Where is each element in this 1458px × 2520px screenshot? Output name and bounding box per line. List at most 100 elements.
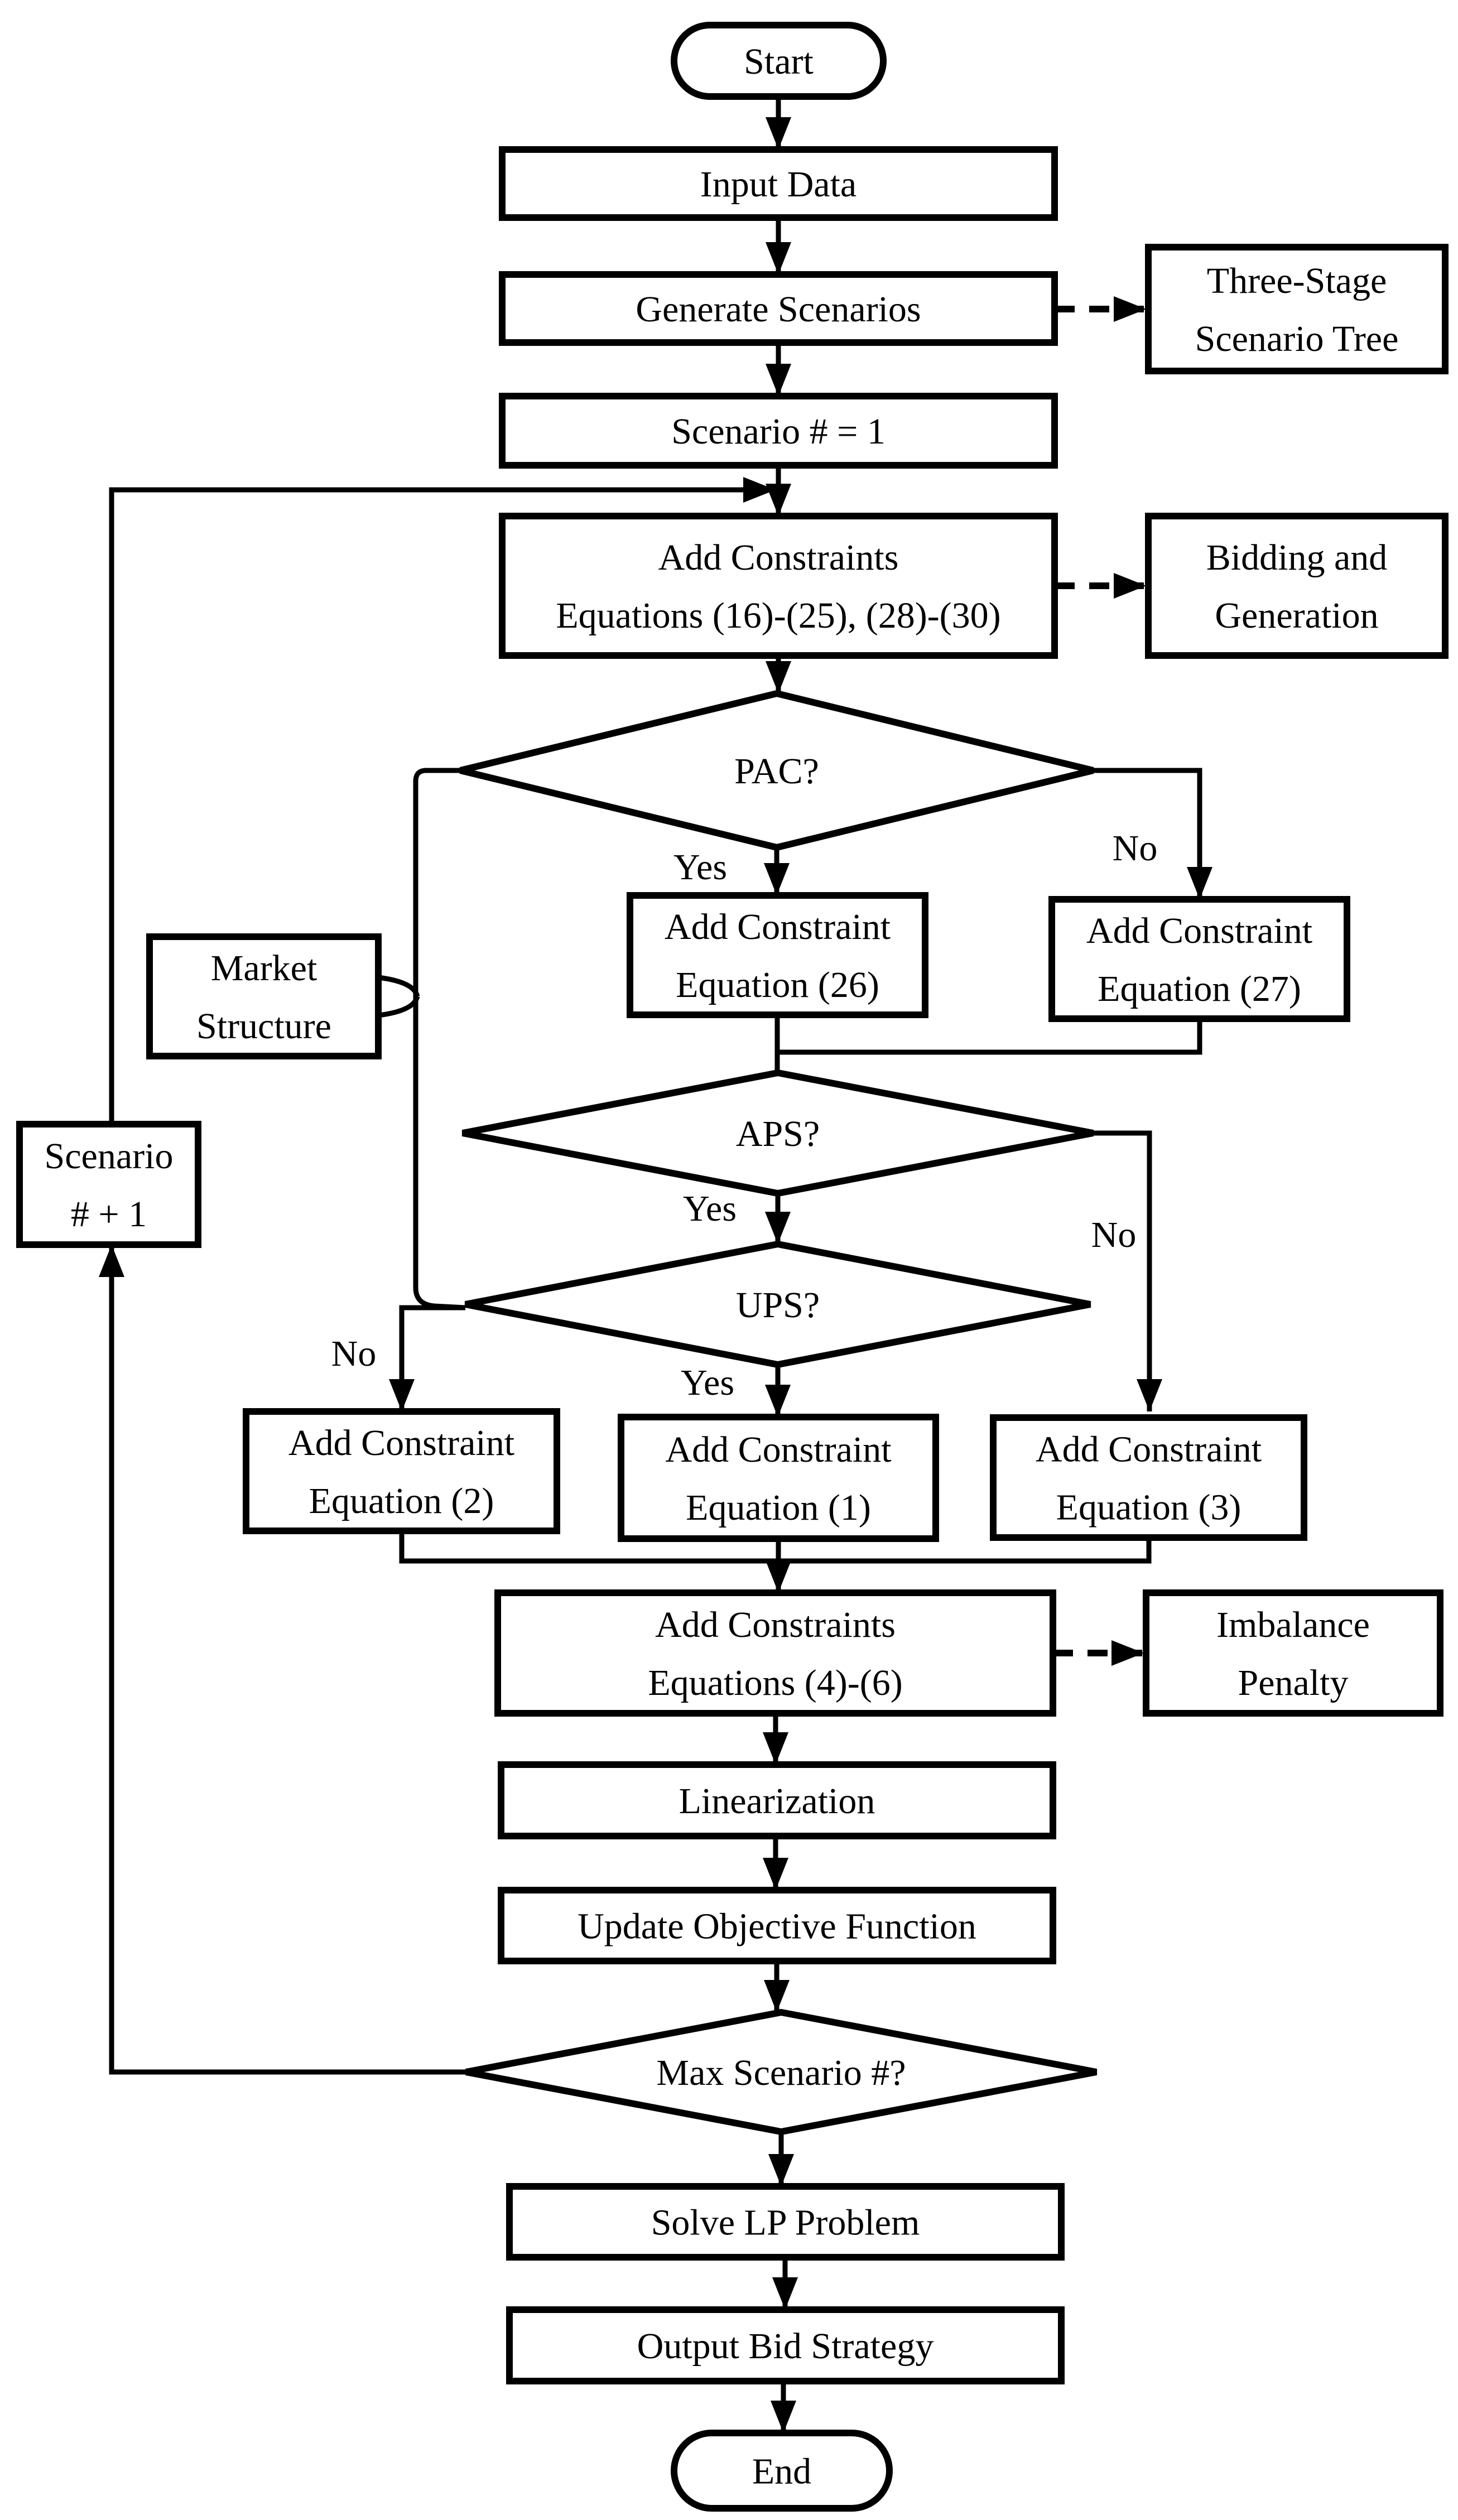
node-input-data-label: Input Data <box>700 164 856 205</box>
arrowhead-pac-no <box>1187 867 1212 899</box>
node-imbalance-penalty-label: Penalty <box>1238 1663 1349 1703</box>
node-add-constraint-1-label: Equation (1) <box>686 1487 871 1528</box>
edge-loop-left <box>109 1245 470 2075</box>
node-ups-decision: UPS? <box>464 1240 1091 1369</box>
node-three-stage-scenario-tree-label: Three-Stage <box>1207 261 1387 301</box>
node-bidding-and-generation-label: Generation <box>1215 595 1378 636</box>
node-add-constraint-1-shape <box>618 1414 939 1542</box>
edge-eq3-merge <box>777 1538 1152 1564</box>
node-add-constraint-1-label: Add Constraint <box>665 1429 891 1470</box>
node-max-scenario-decision-label: Max Scenario #? <box>656 2052 906 2093</box>
node-linearization: Linearization <box>498 1761 1056 1839</box>
edge-pac-no <box>1093 768 1202 899</box>
node-imbalance-penalty-shape <box>1143 1589 1443 1717</box>
node-three-stage-scenario-tree-shape <box>1145 244 1449 374</box>
node-max-scenario-decision: Max Scenario #? <box>465 2008 1098 2136</box>
arrowhead-eq1-down <box>766 1560 791 1593</box>
arrowhead-pac-yes <box>764 863 790 895</box>
node-scenario-plus-1: Scenario# + 1 <box>16 1121 201 1248</box>
node-three-stage-scenario-tree-label: Scenario Tree <box>1195 319 1399 359</box>
branch-label-aps-no: No <box>1091 1215 1137 1255</box>
node-output-bid-strategy-label: Output Bid Strategy <box>637 2326 934 2367</box>
node-add-constraint-2-label: Add Constraint <box>288 1423 514 1463</box>
arrowhead-solve-to-output <box>772 2277 798 2310</box>
arrowhead-constraints-to-pac <box>766 661 791 693</box>
node-solve-lp-problem: Solve LP Problem <box>506 2183 1065 2261</box>
node-market-structure-label: Structure <box>196 1006 331 1047</box>
arrowhead-constraints46-to-linearization <box>763 1732 788 1765</box>
node-linearization-label: Linearization <box>679 1781 875 1822</box>
node-solve-lp-problem-shape <box>506 2183 1065 2261</box>
node-add-constraint-3-label: Add Constraint <box>1036 1429 1262 1470</box>
node-aps-decision-label: APS? <box>736 1114 820 1154</box>
node-market-structure-shape <box>146 933 382 1059</box>
branch-label-pac-no: No <box>1113 828 1158 869</box>
arrowhead-aps-yes <box>765 1212 791 1244</box>
node-update-objective-function-shape <box>498 1887 1056 1964</box>
edge-market-structure-span <box>413 768 466 1310</box>
node-add-constraint-27-label: Equation (27) <box>1098 969 1301 1009</box>
node-max-scenario-decision-shape <box>465 2008 1098 2136</box>
node-add-constraint-3-shape <box>990 1414 1307 1541</box>
node-input-data: Input Data <box>499 146 1058 221</box>
node-add-constraint-26-shape <box>627 892 928 1018</box>
node-scenario-equals-1-label: Scenario # = 1 <box>671 411 886 452</box>
node-start-shape <box>671 22 887 100</box>
arrowhead-ups-no <box>389 1379 415 1411</box>
node-ups-decision-label: UPS? <box>736 1285 820 1326</box>
node-scenario-equals-1-shape <box>499 393 1058 469</box>
node-update-objective-function-label: Update Objective Function <box>578 1906 976 1947</box>
arrowhead-output-to-end <box>771 2401 796 2433</box>
node-generate-scenarios-shape <box>499 271 1058 346</box>
node-add-constraint-27-label: Add Constraint <box>1086 910 1312 951</box>
node-end-label: End <box>752 2451 811 2492</box>
node-add-constraints-16-30-shape <box>499 513 1058 659</box>
node-generate-scenarios-label: Generate Scenarios <box>636 289 921 330</box>
arrowhead-update-to-max <box>764 1980 790 2012</box>
arrowhead-loop-up <box>743 477 776 503</box>
arrowhead-ups-yes <box>765 1385 791 1417</box>
node-bidding-and-generation-shape <box>1145 513 1449 659</box>
arrowhead-loop-left <box>99 1245 124 1277</box>
arrowhead-constraints-to-bidding-dashed <box>1114 573 1146 599</box>
node-start: Start <box>671 22 887 100</box>
node-add-constraints-4-6-label: Add Constraints <box>655 1604 896 1645</box>
arrowhead-max-to-solve <box>768 2154 794 2186</box>
node-output-bid-strategy: Output Bid Strategy <box>506 2306 1065 2384</box>
node-generate-scenarios: Generate Scenarios <box>499 271 1058 346</box>
node-start-label: Start <box>744 41 814 82</box>
arrowhead-constraints46-to-imbalance-dashed <box>1111 1640 1144 1666</box>
node-add-constraints-4-6-label: Equations (4)-(6) <box>648 1663 902 1703</box>
node-pac-decision: PAC? <box>459 690 1094 851</box>
node-add-constraint-26-label: Equation (26) <box>676 965 879 1005</box>
node-market-structure-label: Market <box>211 948 317 989</box>
market-structure-brace <box>378 995 420 1018</box>
node-add-constraint-2-label: Equation (2) <box>309 1481 494 1521</box>
node-add-constraints-16-30-label: Equations (16)-(25), (28)-(30) <box>556 595 1000 636</box>
node-output-bid-strategy-shape <box>506 2306 1065 2384</box>
edge-loop-up <box>109 487 776 1124</box>
node-linearization-shape <box>498 1761 1056 1839</box>
edge-eq27-join <box>777 1019 1202 1055</box>
branch-label-ups-yes: Yes <box>681 1362 734 1403</box>
node-scenario-equals-1: Scenario # = 1 <box>499 393 1058 469</box>
node-add-constraint-26-label: Add Constraint <box>665 907 891 947</box>
node-scenario-plus-1-label: # + 1 <box>71 1194 147 1235</box>
node-pac-decision-shape <box>459 690 1094 851</box>
branch-label-pac-yes: Yes <box>673 847 727 888</box>
node-aps-decision-shape <box>461 1069 1094 1197</box>
node-imbalance-penalty-label: Imbalance <box>1216 1604 1370 1645</box>
node-input-data-shape <box>499 146 1058 221</box>
arrowhead-input-to-generate <box>766 242 791 274</box>
node-aps-decision: APS? <box>461 1069 1094 1197</box>
edge-ups-no <box>399 1305 465 1411</box>
